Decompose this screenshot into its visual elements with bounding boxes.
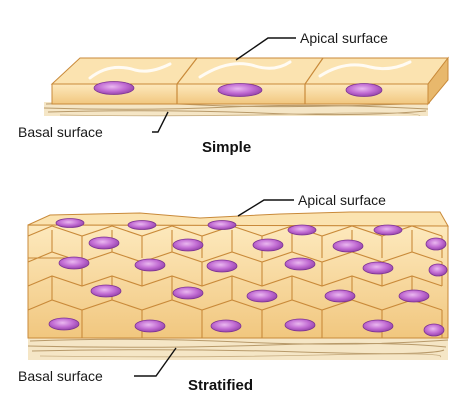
nucleus xyxy=(246,289,278,303)
simple-apical-face xyxy=(50,57,450,85)
stratified-basal-label: Basal surface xyxy=(18,368,103,384)
simple-apical-highlights xyxy=(88,60,412,80)
nucleus xyxy=(428,263,448,277)
nucleus xyxy=(284,318,316,332)
nucleus xyxy=(373,224,403,236)
simple-caption: Simple xyxy=(202,139,251,156)
simple-basement-membrane xyxy=(43,102,431,117)
nucleus xyxy=(423,323,445,337)
nucleus xyxy=(48,317,80,331)
nucleus xyxy=(324,289,356,303)
nucleus xyxy=(287,224,317,236)
nucleus xyxy=(362,319,394,333)
nucleus xyxy=(55,218,85,228)
simple-epithelium: Apical surface Basal surface Simple xyxy=(18,30,450,156)
simple-apical-leader xyxy=(235,37,296,61)
nucleus xyxy=(398,289,430,303)
nucleus xyxy=(88,236,120,250)
stratified-apical-leader xyxy=(237,199,294,217)
stratified-apical-label: Apical surface xyxy=(298,192,386,208)
nucleus xyxy=(206,259,238,273)
stratified-epithelium: Apical surface Basal surface Stratified xyxy=(18,192,449,394)
nucleus xyxy=(217,83,263,97)
nucleus xyxy=(134,258,166,272)
nucleus xyxy=(134,319,166,333)
simple-apical-label: Apical surface xyxy=(300,30,388,46)
stratified-basement-membrane xyxy=(27,338,449,360)
nucleus xyxy=(58,256,90,270)
stratified-basal-leader xyxy=(134,347,177,377)
stratified-apical-face xyxy=(27,211,449,227)
stratified-cell-borders xyxy=(27,225,443,338)
nucleus xyxy=(332,239,364,253)
nucleus xyxy=(90,284,122,298)
nucleus xyxy=(207,220,237,230)
stratified-nuclei xyxy=(48,218,448,337)
nucleus xyxy=(362,261,394,275)
nucleus xyxy=(425,237,447,251)
nucleus xyxy=(210,319,242,333)
nucleus xyxy=(172,286,204,300)
simple-basal-label: Basal surface xyxy=(18,124,103,140)
nucleus xyxy=(172,238,204,252)
nucleus xyxy=(93,81,135,95)
nucleus xyxy=(284,257,316,271)
nucleus xyxy=(252,238,284,252)
nucleus xyxy=(345,83,383,97)
simple-cell-borders xyxy=(176,57,324,104)
simple-nuclei xyxy=(93,81,383,97)
nucleus xyxy=(127,220,157,230)
stratified-caption: Stratified xyxy=(188,377,253,394)
simple-basal-leader xyxy=(152,111,169,133)
